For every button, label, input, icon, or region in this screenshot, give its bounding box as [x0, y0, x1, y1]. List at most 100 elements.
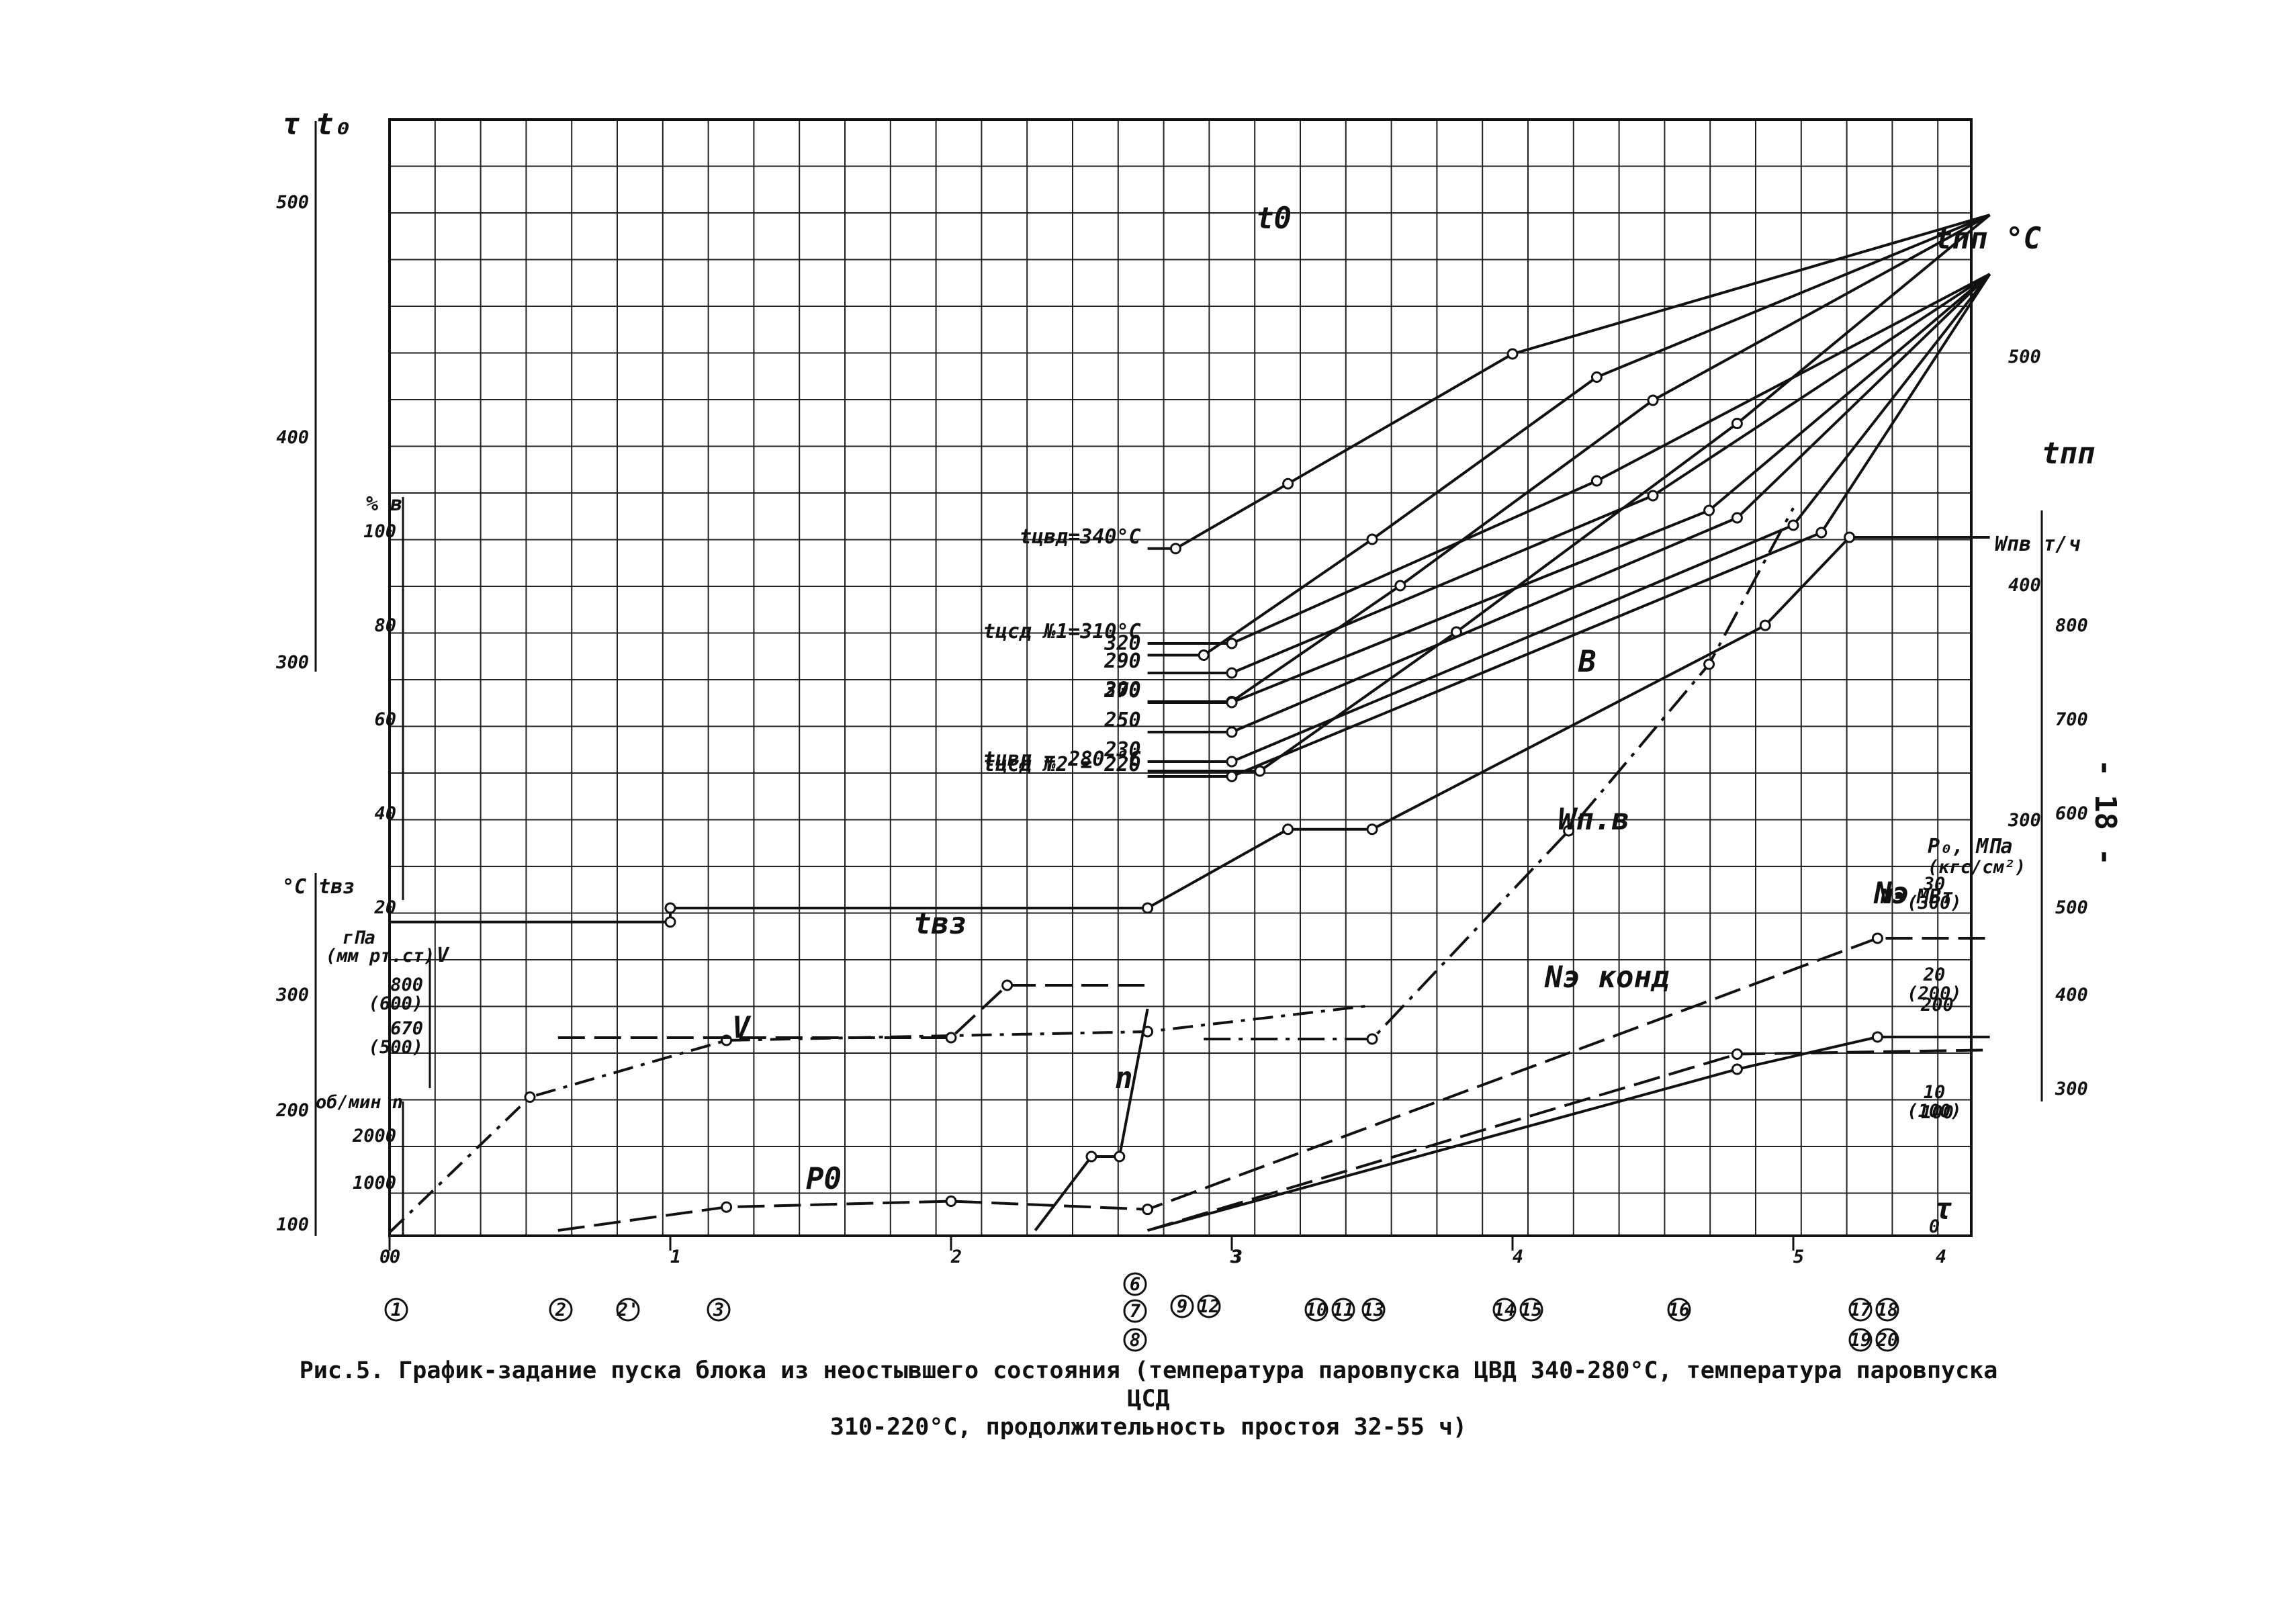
- event-marker-circle: [1519, 1298, 1543, 1322]
- data-point: [1226, 756, 1238, 768]
- data-point: [1169, 543, 1181, 555]
- data-point: [1226, 667, 1238, 679]
- header-label: t₀: [316, 107, 351, 142]
- left-axis-tick-label: 300: [275, 985, 309, 1005]
- data-point: [524, 1091, 536, 1103]
- event-marker-label: 16: [1668, 1300, 1691, 1320]
- header-label: 0: [379, 1247, 390, 1267]
- left-axis-tick-label: 2000: [352, 1126, 396, 1146]
- right-axis-tick-label: 0: [1929, 1216, 1940, 1237]
- series-start-label: tцвд = 280 °C: [983, 748, 1141, 771]
- data-point: [1226, 637, 1238, 649]
- event-marker-circle: [1197, 1294, 1221, 1318]
- series-line-tвз: [388, 1004, 1373, 1234]
- event-marker-circle: [1361, 1298, 1386, 1322]
- data-point: [1759, 619, 1771, 631]
- event-marker-circle: [1667, 1298, 1691, 1322]
- event-marker-label: 9: [1177, 1296, 1187, 1317]
- header-label: % в: [366, 492, 402, 516]
- x-tick-label: 0: [390, 1247, 400, 1267]
- data-point: [1142, 902, 1154, 914]
- series-line-n: [1034, 1008, 1149, 1232]
- header-label: P₀, МПа: [1928, 835, 2012, 858]
- curve-name-label: tпп: [2042, 437, 2095, 471]
- data-point: [1731, 1048, 1743, 1060]
- header-label: гПа: [343, 928, 375, 948]
- right-axis-tick-label: (300): [1907, 893, 1961, 913]
- event-marker-label: 1: [391, 1300, 402, 1320]
- right-axis-tick-label: 500: [2008, 347, 2041, 367]
- header-label: (кгс/см²): [1928, 857, 2026, 878]
- event-marker-circle: [1848, 1328, 1873, 1352]
- data-point: [1787, 519, 1799, 531]
- event-marker-circle: [1304, 1298, 1329, 1322]
- event-marker-circle: [1170, 1294, 1194, 1318]
- event-marker-circle: [549, 1298, 573, 1322]
- event-marker-label: 7: [1130, 1301, 1141, 1322]
- event-marker-circle: [1875, 1298, 1899, 1322]
- event-marker-circle: [1123, 1272, 1147, 1296]
- data-point: [1731, 1063, 1743, 1075]
- data-point: [664, 916, 676, 928]
- data-point: [1844, 531, 1856, 543]
- data-point: [1647, 394, 1659, 406]
- right-axis-tick-label: 600: [2055, 803, 2088, 824]
- curve-name-label: Wп.в: [1558, 803, 1629, 837]
- data-point: [1282, 823, 1294, 836]
- right-axis-tick-label: 700: [2055, 709, 2088, 730]
- data-point: [1871, 932, 1883, 944]
- left-axis-tick-label: (600): [369, 993, 423, 1014]
- event-marker-label: 17: [1850, 1300, 1872, 1320]
- event-marker-label: 2: [555, 1300, 566, 1320]
- left-axis-tick-label: 80: [374, 615, 396, 636]
- event-marker-circle: [1848, 1298, 1873, 1322]
- series-start-label: 270: [1104, 679, 1140, 703]
- data-point: [1871, 1031, 1883, 1043]
- right-axis-tick-label: 100: [1921, 1102, 1954, 1123]
- data-point: [1590, 475, 1603, 487]
- series-start-label: tцсд №2 = 220: [983, 753, 1141, 776]
- left-axis-tick-label: 400: [276, 427, 309, 448]
- x-tick-label: 4: [1513, 1247, 1523, 1267]
- series-start-label: 300: [1104, 678, 1140, 702]
- event-marker-label: 13: [1363, 1300, 1385, 1320]
- series-line-tпп: [1147, 273, 1991, 674]
- page-number: - 18 -: [2088, 759, 2122, 866]
- plot-frame: [388, 118, 1973, 1237]
- x-tick-label: 5: [1793, 1247, 1804, 1267]
- series-start-label: 250: [1104, 709, 1140, 732]
- event-marker-label: 12: [1198, 1296, 1220, 1317]
- event-marker-label: 11: [1333, 1300, 1355, 1320]
- data-point: [1731, 418, 1743, 429]
- data-point: [1366, 533, 1378, 545]
- event-marker-circle: [616, 1298, 640, 1322]
- series-start-label: tцвд=340°C: [1020, 525, 1141, 549]
- header-label: Nэ МВт: [1880, 885, 1953, 909]
- event-marker-circle: [1875, 1328, 1899, 1352]
- right-axis-tick-label: 20: [1923, 964, 1946, 985]
- left-axis-tick-label: (500): [369, 1037, 423, 1058]
- series-line-Wп.в: [1204, 507, 1795, 1040]
- header-label: tпп °C: [1934, 222, 2041, 256]
- header-label: τ: [1934, 1192, 1952, 1226]
- header-label: τ: [282, 107, 300, 142]
- series-start-label: 230: [1104, 738, 1140, 762]
- series-start-label: 290: [1104, 649, 1140, 673]
- series-line-B: [390, 536, 1990, 923]
- data-point: [1198, 649, 1210, 661]
- curve-name-label: tвз: [913, 907, 966, 941]
- event-marker-circle: [1492, 1298, 1517, 1322]
- right-axis-tick-label: 200: [1920, 995, 1954, 1016]
- header-label: Wпв т/ч: [1995, 533, 2080, 556]
- left-axis-tick-label: 60: [374, 709, 396, 730]
- event-marker-label: 20: [1876, 1330, 1899, 1351]
- right-axis-tick-label: (200): [1907, 983, 1961, 1004]
- event-marker-label: 2': [617, 1300, 639, 1320]
- data-point: [1282, 478, 1294, 490]
- right-axis-tick-label: 300: [2008, 810, 2041, 831]
- data-point: [1142, 1204, 1154, 1216]
- right-axis-tick-label: 400: [2055, 985, 2088, 1005]
